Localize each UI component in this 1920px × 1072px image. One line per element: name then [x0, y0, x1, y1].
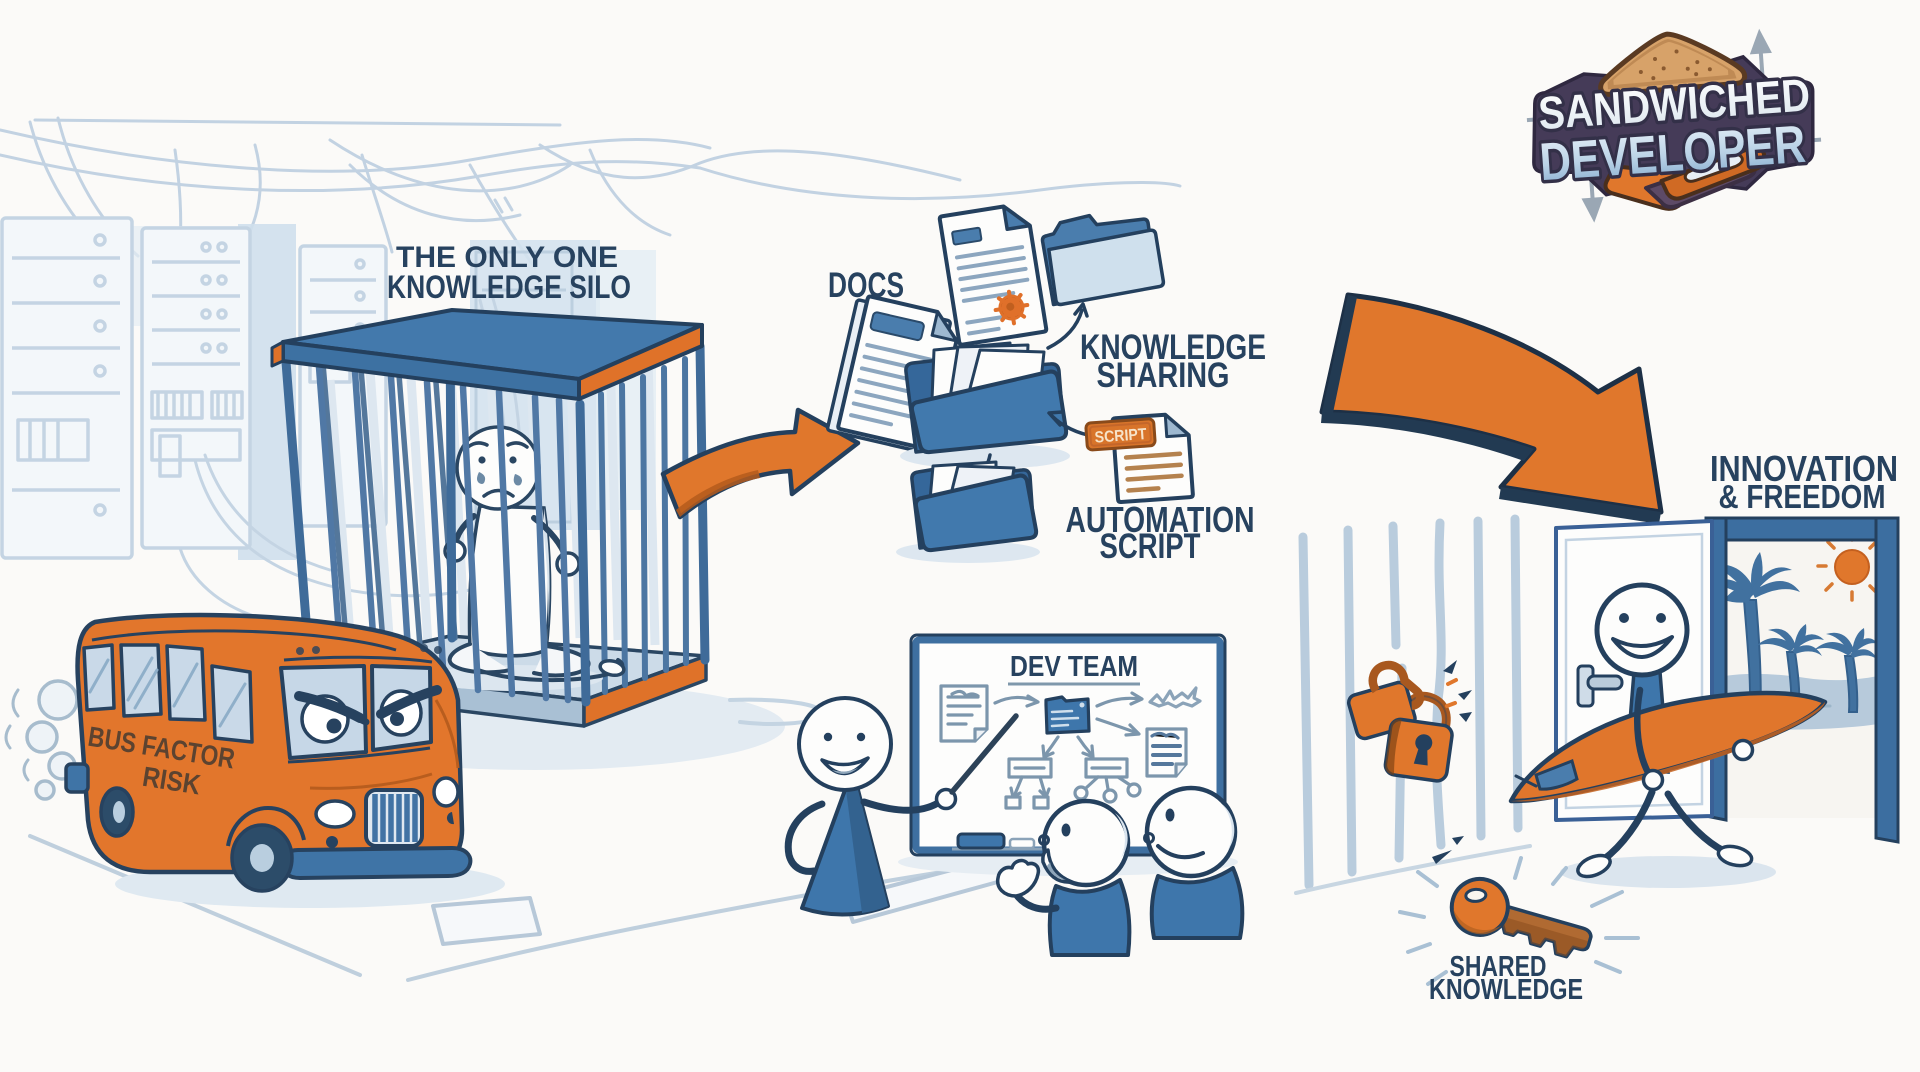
svg-text:AUTOMATION: AUTOMATION [1066, 499, 1255, 540]
svg-text:SHARED: SHARED [1450, 951, 1547, 983]
svg-text:SHARING: SHARING [1097, 356, 1230, 395]
svg-text:DEV TEAM: DEV TEAM [1010, 651, 1138, 683]
svg-text:KNOWLEDGE: KNOWLEDGE [1080, 328, 1266, 367]
svg-text:INNOVATION: INNOVATION [1710, 448, 1898, 489]
svg-text:& FREEDOM: & FREEDOM [1719, 478, 1886, 515]
svg-text:SCRIPT: SCRIPT [1094, 426, 1147, 447]
svg-text:THE ONLY ONE: THE ONLY ONE [396, 241, 618, 274]
svg-text:KNOWLEDGE SILO: KNOWLEDGE SILO [387, 269, 631, 305]
svg-text:DOCS: DOCS [828, 266, 904, 305]
svg-text:KNOWLEDGE: KNOWLEDGE [1429, 974, 1583, 1006]
svg-text:SCRIPT: SCRIPT [1100, 527, 1201, 566]
